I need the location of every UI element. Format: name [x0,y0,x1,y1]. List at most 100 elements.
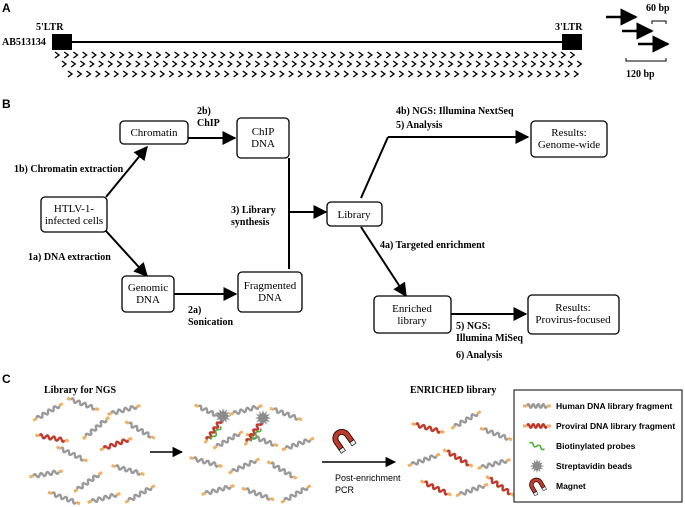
probe-chevron [438,60,445,68]
probe-chevron [512,60,518,68]
probe-chevron [254,60,261,68]
probe-chevron [346,60,353,68]
bracket-120 [625,58,667,62]
probe-chevron [171,60,178,68]
probe-chevron [208,60,215,68]
probe-chevron [82,51,88,59]
probe-chevron [247,51,254,59]
probe-chevron [330,51,337,59]
probe-chevron [493,60,500,68]
probe-chevron [256,51,263,59]
probe-chevron [530,60,537,68]
step-sonication: 2a)Sonication [188,305,233,328]
probe-chevron [383,60,390,68]
proviral-fragment [99,436,133,452]
chip-dna-node [236,117,290,159]
human-fragment [28,469,64,479]
human-fragment [73,471,103,493]
probe-chevron [394,51,401,59]
probe-chevron [380,70,386,78]
human-fragment [450,410,482,430]
probe-chevron [398,70,405,78]
panel-b-label: B [2,97,11,111]
proviral-fragment [34,433,70,443]
probe-chevron [560,51,567,59]
probe-chevron [321,51,327,59]
probe-chevron [251,70,258,78]
probe-chevron [355,60,362,68]
probe-chevron [125,60,132,68]
probe-chevron [302,51,309,59]
probe-chevron [440,51,447,59]
probe-chevron [146,51,153,59]
bracket-60 [651,20,667,24]
probe-chevron [118,51,125,59]
probe-chevron [214,70,221,78]
probe-chevron [210,51,217,59]
probe-chevron [361,70,368,78]
human-fragment [124,484,156,504]
probe-chevron [153,60,160,68]
probe-chevron [411,60,417,68]
cells-text: HTLV-1-infected cells [45,203,103,227]
probe-chevron [168,70,175,78]
probe-chevron [518,70,524,78]
probe-chevron [576,60,583,68]
step-chromatin-extraction: 1b) Chromatin extraction [14,164,124,175]
ltr3-label: 3'LTR [555,22,583,33]
human-fragment [266,460,298,480]
probe-chevron [300,60,307,68]
probe-chevron [220,51,226,59]
probe-chevron [503,60,509,68]
step-miseq: 5) NGS:Illumina MiSeq [456,321,523,344]
probe-chevron [564,70,570,78]
probe-chevron [177,70,184,78]
probe-chevron [558,60,564,68]
probe-chevron [417,70,423,78]
probe-chevron [181,60,187,68]
probe-chevron [236,60,242,68]
probe-chevron [85,70,92,78]
workflow-nodes [40,117,620,335]
panel-a-label: A [2,1,11,15]
probe-chevron [116,60,123,68]
probe-chevron [279,70,285,78]
probe-chevron [309,60,316,68]
probe-chevron [371,70,377,78]
results-provirus-text: Results:Provirus-focused [535,302,611,326]
bp60-label: 60 bp [646,3,670,14]
probe-chevron [131,70,138,78]
human-fragment [124,420,156,440]
probe-chevron [269,70,276,78]
dna-fragments [28,396,515,506]
probe-chevron [107,60,114,68]
probe-chevron [245,60,252,68]
probe-chevron [392,60,399,68]
proviral-fragment [419,479,453,497]
human-fragment [66,396,100,412]
legend-label: Biotinylated probes [556,441,636,451]
probe-chevron [263,60,270,68]
probe-chevron [407,70,414,78]
human-fragment [269,406,303,422]
human-fragment [477,458,511,470]
probe-chevron [514,51,521,59]
chromatin-node [119,120,189,145]
probe-chevron [426,70,432,78]
probe-chevron [293,51,300,59]
probe-chevron [435,70,442,78]
enriched-library-title: ENRICHED library [410,385,496,396]
probe-chevron [205,70,212,78]
probe-chevron [79,60,86,68]
probe-chevron [104,70,110,78]
step-dna-extraction: 1a) DNA extraction [28,252,111,263]
probe-chevron [459,51,465,59]
proviral-fragment-icon [523,423,551,429]
probe-chevron [72,51,79,59]
human-fragment [107,404,141,416]
probe-chevron [337,60,344,68]
probe-chevron [266,51,272,59]
enriched-library-node [373,295,452,334]
